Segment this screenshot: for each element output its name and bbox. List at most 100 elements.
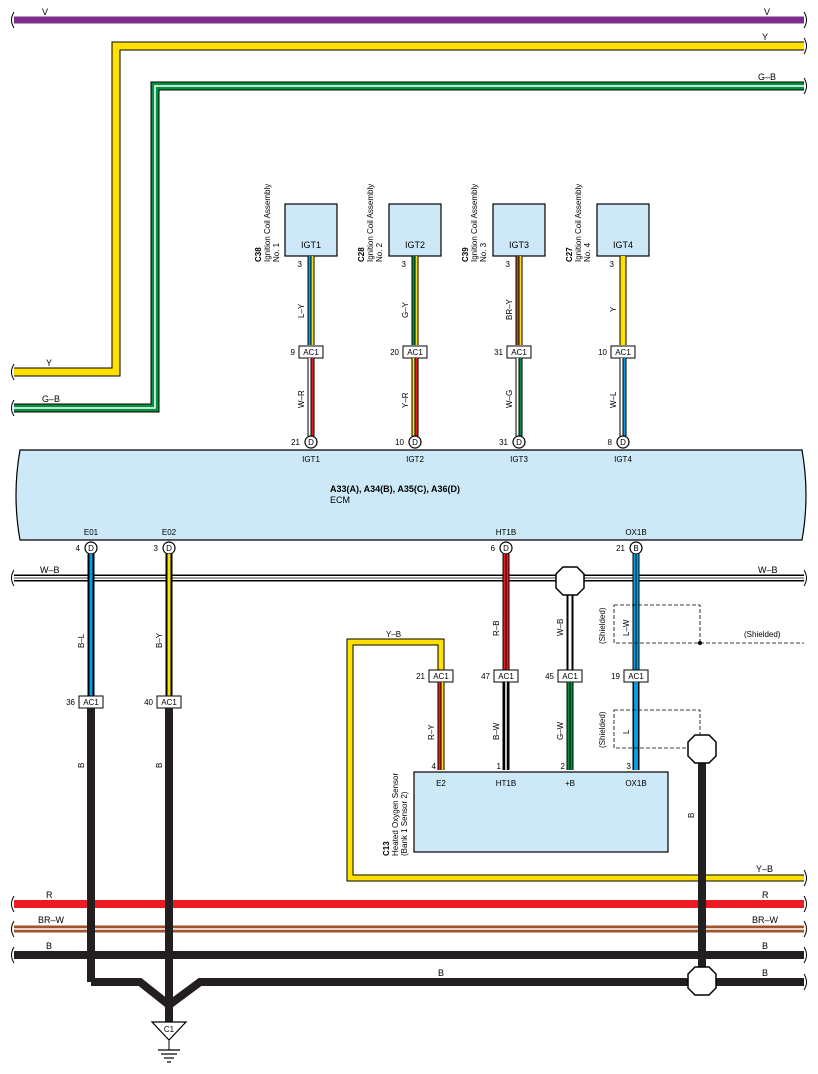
bus-wb-right-label: W–B [758,565,778,575]
plusb-upper-wire: W–B [556,619,565,636]
ground-wire-e02: B–Y AC1 40 B [144,554,182,768]
coil-3-terminal: IGT3 [509,240,529,250]
e02-ac1-pin: 40 [144,698,153,707]
sensor-line1: Heated Oxygen Sensor [391,773,400,856]
bus-gb: G–B G–B [11,72,807,417]
coil-2-wire-top: G–Y [401,301,410,318]
e01-ac1: AC1 [83,698,99,707]
plusb-ac1-pin: 45 [545,672,554,681]
e2-pin: 4 [432,762,437,771]
bus-v-left-label: V [42,7,48,17]
ox1b-b: B [633,544,638,553]
bus-b2-right-label: B [762,968,768,978]
ox1b-ac1: AC1 [628,672,644,681]
bus-b1-left-label: B [46,941,52,951]
sensor-ground-wire: B [687,734,717,996]
coil-1-box [284,203,338,257]
sensor-lower-wires: R–Y B–W G–W L (Shielded) [427,682,702,770]
ht1b-lower-wire: B–W [492,722,501,740]
ecm-terminal-e02: E02 [162,528,177,537]
e01-wire-upper: B–L [77,633,86,648]
ecm-terminal-ox1b: OX1B [625,528,646,537]
sensor-terminal-ht1b: HT1B [496,779,516,788]
e02-wire-upper: B–Y [155,632,164,648]
e02-ac1: AC1 [161,698,177,707]
e01-wire-lower: B [77,763,86,768]
sensor-box: 4 1 2 3 E2 HT1B +B OX1B C13 Heated Oxyge… [382,762,669,856]
ox1b-pin: 3 [627,762,632,771]
bus-gb-left-label: G–B [42,394,60,404]
svg-text:C38: C38 [254,247,263,262]
bus-brw-left-label: BR–W [38,915,65,925]
bus-r: R R [11,890,807,913]
coil-4-ac1: AC1 [615,348,631,357]
sensor-terminal-ox1b: OX1B [625,779,646,788]
coil-2-code: C28 [357,247,366,262]
splice-ground [687,966,717,996]
coil-1-ac1: AC1 [303,348,319,357]
e2-ac1-pin: 21 [416,672,425,681]
coil-4-terminal: IGT4 [613,240,633,250]
wire-plusb: W–B [555,566,585,670]
coil-1-code: C38 [254,247,263,262]
ox1b-lower-wire: L [622,729,631,734]
bus-yb-top-label: Y–B [386,630,401,639]
coil-4-wire-top: Y [609,306,618,312]
coil-1-d: D [308,438,314,447]
coil-1-pin: 3 [298,260,303,269]
ground-c1: C1 [150,1021,188,1063]
coil-3: C39 Ignition Coil Assembly No. 3 IGT3 3 … [461,184,546,449]
ground-label: C1 [164,1025,175,1034]
coil-2-terminal: IGT2 [405,240,425,250]
ecm-terminal-igt3: IGT3 [510,455,528,464]
bus-y-right-label: Y [762,32,768,42]
coil-1-name: Ignition Coil Assembly [263,184,272,262]
ht1b-d: D [503,544,509,553]
ecm-box: IGT1 IGT2 IGT3 IGT4 A33(A), A34(B), A35(… [15,449,807,541]
bus-r-left-label: R [46,890,53,900]
coil-2-ecm-pin: 10 [395,438,404,447]
coil-1-wire-top: L–Y [297,303,306,318]
coil-4-pin: 3 [610,260,615,269]
e02-pin: 3 [154,544,159,553]
bus-y: Y Y [11,32,807,381]
ht1b-ac1-pin: 47 [481,672,490,681]
coil-3-wire-top: BR–Y [505,298,514,320]
coil-3-name: Ignition Coil Assembly [470,184,479,262]
coil-3-ac1-pin: 31 [494,348,503,357]
coil-4-no: No. 4 [583,242,592,262]
bus-v-right-label: V [764,7,770,17]
ox1b-pin: 21 [616,544,625,553]
ecm-terminal-igt1: IGT1 [302,455,320,464]
coil-3-box [492,203,546,257]
ground-trunk: B B [87,708,807,1022]
coil-2-no: No. 2 [375,242,384,262]
ecm-title: A33(A), A34(B), A35(C), A36(D) [330,484,460,494]
coil-3-ecm-pin: 31 [499,438,508,447]
bus-r-right-label: R [762,890,769,900]
bus-wb-left-label: W–B [40,565,60,575]
splice-wb [555,566,585,596]
svg-text:C39: C39 [461,247,470,262]
bus-gb-right-label: G–B [758,72,776,82]
coil-3-d: D [516,438,522,447]
e01-ac1-pin: 36 [66,698,75,707]
ground-wire-e01: B–L AC1 36 B [66,554,104,768]
sensor-terminal-plusb: +B [565,779,575,788]
sensor-ac1-row: AC1 21 AC1 47 AC1 45 AC1 19 [416,669,649,683]
splice-shield [687,734,717,764]
ht1b-pin: 6 [491,544,496,553]
shielded-upper: (Shielded) [598,607,607,644]
bus-b1: B B [11,941,807,964]
coil-1-ecm-pin: 21 [291,438,300,447]
coil-3-pin: 3 [506,260,511,269]
coil-4-name: Ignition Coil Assembly [574,184,583,262]
ecm-name: ECM [330,495,350,505]
shielded-lower: (Shielded) [598,711,607,748]
e02-d: D [166,544,172,553]
ecm-terminal-igt2: IGT2 [406,455,424,464]
ecm-bottom-connectors: D 4 D 3 D 6 B 21 [76,541,643,555]
coil-3-code: C39 [461,247,470,262]
coil-4-wire-bottom: W–L [609,391,618,408]
e2-ac1: AC1 [433,672,449,681]
